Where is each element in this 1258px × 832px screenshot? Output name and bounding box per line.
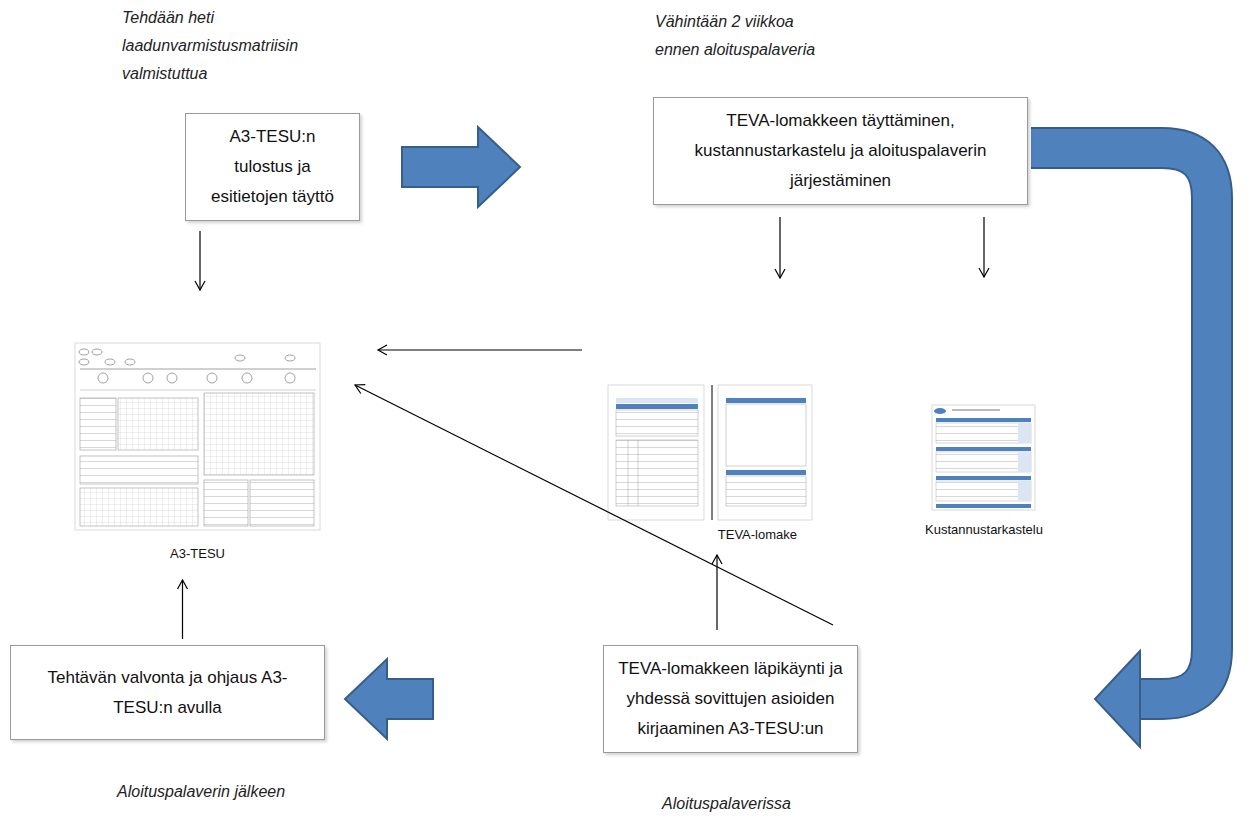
connector xyxy=(1031,148,1212,747)
connector xyxy=(355,385,833,625)
arrow-head xyxy=(195,281,205,290)
thumbnail-caption: A3-TESU xyxy=(170,546,225,562)
arrow-head xyxy=(979,268,989,277)
block-arrow-body xyxy=(1031,148,1212,699)
connector xyxy=(345,659,433,739)
process-box: A3-TESU:n tulostus ja esitietojen täyttö xyxy=(185,113,360,221)
connector xyxy=(178,580,188,639)
arrow-head xyxy=(712,555,722,564)
connector xyxy=(195,231,205,290)
block-arrow-head xyxy=(1095,651,1140,747)
connector-line xyxy=(199,231,200,290)
connector xyxy=(378,345,582,355)
connector xyxy=(979,217,989,277)
timing-note: Vähintään 2 viikkoa ennen aloituspalaver… xyxy=(655,8,835,64)
thumbnail-caption: TEVA-lomake xyxy=(718,527,817,543)
document-thumbnail: TEVA-lomake xyxy=(607,383,817,543)
connector xyxy=(402,127,520,207)
process-box: TEVA-lomakkeen täyttäminen, kustannustar… xyxy=(653,97,1028,205)
arrow-head xyxy=(775,269,785,278)
box-text: Tehtävän valvonta ja ohjaus A3-TESU:n av… xyxy=(23,663,312,723)
arrow-head xyxy=(355,385,365,394)
teva-form-thumbnail xyxy=(608,385,812,520)
arrow-head xyxy=(378,345,387,355)
connector-line xyxy=(779,217,780,278)
a3-tesu-thumbnail xyxy=(75,343,320,530)
cost-review-thumbnail xyxy=(932,405,1035,510)
document-thumbnail: Kustannustarkastelu xyxy=(918,402,1050,538)
connector-line xyxy=(378,349,582,350)
connector-line xyxy=(182,580,183,639)
connector xyxy=(712,555,722,630)
block-arrow xyxy=(345,659,433,739)
document-thumbnail: A3-TESU xyxy=(75,340,320,562)
timing-note: Aloituspalaverin jälkeen xyxy=(117,778,357,806)
timing-note: Aloituspalaverissa xyxy=(662,790,862,818)
connector-line xyxy=(716,555,717,630)
process-box: Tehtävän valvonta ja ohjaus A3-TESU:n av… xyxy=(10,645,325,740)
connector xyxy=(775,217,785,278)
arrow-head xyxy=(178,580,188,589)
block-arrow-outline xyxy=(1031,148,1212,699)
connector-line xyxy=(355,385,833,625)
block-arrow xyxy=(402,127,520,207)
timing-note: Tehdään heti laadunvarmistusmatriisin va… xyxy=(122,4,327,88)
thumbnail-caption: Kustannustarkastelu xyxy=(925,522,1043,538)
connector-line xyxy=(983,217,984,277)
box-text: TEVA-lomakkeen täyttäminen, kustannustar… xyxy=(666,106,1015,196)
process-box: TEVA-lomakkeen läpikäynti ja yhdessä sov… xyxy=(603,645,858,753)
box-text: TEVA-lomakkeen läpikäynti ja yhdessä sov… xyxy=(616,654,845,744)
box-text: A3-TESU:n tulostus ja esitietojen täyttö xyxy=(198,122,347,212)
